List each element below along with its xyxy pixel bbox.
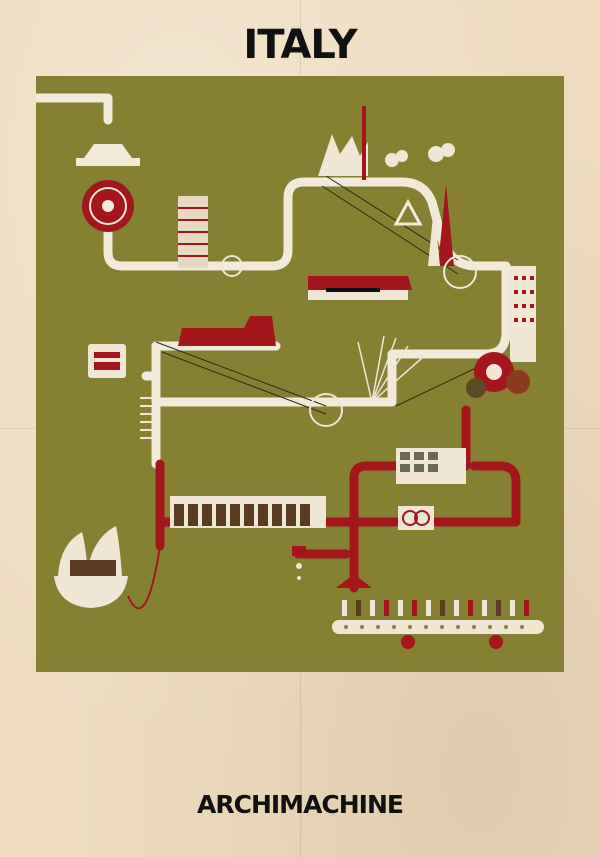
factory-building xyxy=(318,106,408,180)
grid-panel xyxy=(396,448,466,484)
modern-building xyxy=(308,276,412,300)
pedestal xyxy=(336,574,372,588)
gear-cluster xyxy=(466,352,530,398)
fan-structure xyxy=(357,335,423,403)
machine-illustration xyxy=(36,76,564,672)
opera-house-bowl xyxy=(54,526,161,610)
control-box xyxy=(88,344,126,378)
poster-subtitle: ARCHIMACHINE xyxy=(197,790,404,819)
belt-wheels xyxy=(221,255,477,427)
rings-box xyxy=(398,506,434,530)
coil-spring xyxy=(140,397,154,439)
faucet xyxy=(292,546,306,580)
gauge-wheel xyxy=(76,144,140,232)
obelisk xyxy=(428,143,455,266)
poster-title: ITALY xyxy=(243,22,357,68)
tower xyxy=(510,266,536,362)
conveyor-belt xyxy=(332,600,544,649)
arcade-building xyxy=(170,496,326,528)
ladder-tower xyxy=(178,196,208,268)
red-building xyxy=(178,316,276,346)
recycle-icon xyxy=(393,198,423,226)
